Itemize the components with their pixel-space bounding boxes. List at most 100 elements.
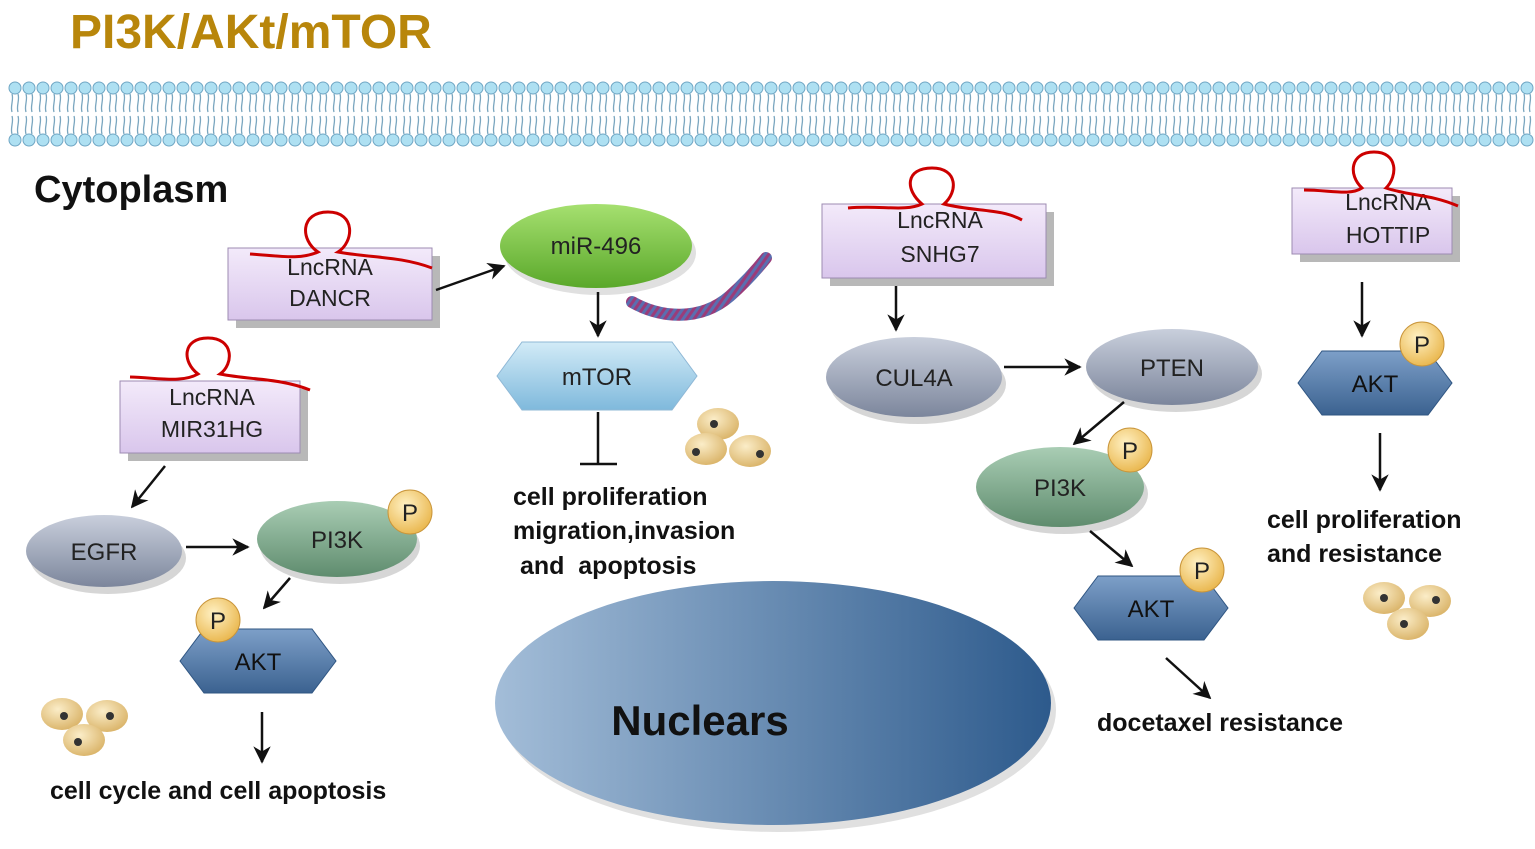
diagram-title: PI3K/AKt/mTOR	[70, 6, 432, 59]
lipid-head	[1072, 133, 1086, 147]
pten-label: PTEN	[1140, 355, 1204, 382]
phospho-badge	[387, 489, 433, 535]
lipid-head	[1478, 133, 1492, 147]
lipid-head	[680, 133, 694, 147]
lipid-head	[218, 133, 232, 147]
lipid-head	[1016, 81, 1030, 95]
lipid-head	[652, 81, 666, 95]
lncrna-snhg7-line2: SNHG7	[900, 241, 979, 267]
lipid-head	[988, 133, 1002, 147]
lipid-head	[372, 133, 386, 147]
lipid-head	[372, 81, 386, 95]
lipid-head	[862, 81, 876, 95]
mir496-label: miR-496	[551, 233, 642, 260]
lipid-head	[666, 81, 680, 95]
lipid-head	[1156, 81, 1170, 95]
lipid-head	[1282, 133, 1296, 147]
lipid-head	[1352, 81, 1366, 95]
lipid-head	[456, 133, 470, 147]
lipid-head	[960, 81, 974, 95]
akt-mid-node	[1073, 575, 1229, 641]
lipid-head	[120, 133, 134, 147]
lipid-head	[1072, 81, 1086, 95]
lipid-head	[1464, 133, 1478, 147]
lipid-head	[778, 81, 792, 95]
lipid-head	[1464, 81, 1478, 95]
lipid-head	[750, 81, 764, 95]
lipid-head	[610, 81, 624, 95]
lipid-head	[1450, 81, 1464, 95]
lipid-head	[22, 81, 36, 95]
lipid-head	[1380, 133, 1394, 147]
lipid-head	[694, 81, 708, 95]
lipid-head	[1212, 81, 1226, 95]
lipid-head	[876, 81, 890, 95]
lipid-head	[1450, 133, 1464, 147]
outcome-mir31hg: cell cycle and cell apoptosis	[50, 777, 386, 805]
lipid-head	[1058, 133, 1072, 147]
arrow-pten-to-pi3k	[1072, 401, 1125, 446]
akt-mid-label: AKT	[1128, 596, 1175, 623]
lipid-head	[64, 81, 78, 95]
phospho-label: P	[210, 608, 226, 635]
phospho-badge	[195, 597, 241, 643]
lipid-head	[1226, 81, 1240, 95]
lipid-head	[862, 133, 876, 147]
lipid-head	[1086, 133, 1100, 147]
lipid-head	[344, 133, 358, 147]
lipid-head	[1478, 81, 1492, 95]
lncrna-mir31hg: LncRNA MIR31HG	[119, 336, 311, 461]
lipid-head	[1184, 133, 1198, 147]
lipid-head	[764, 133, 778, 147]
lipid-head	[1184, 81, 1198, 95]
lipid-head	[876, 133, 890, 147]
lncrna-snhg7-line1: LncRNA	[897, 207, 983, 233]
lipid-head	[568, 133, 582, 147]
lipid-head	[988, 81, 1002, 95]
akt-right-label: AKT	[1352, 371, 1399, 398]
lipid-head	[1268, 133, 1282, 147]
lipid-head	[778, 133, 792, 147]
lncrna-hottip-line2: HOTTIP	[1346, 222, 1430, 248]
lipid-head	[750, 133, 764, 147]
lipid-head	[1170, 81, 1184, 95]
lipid-head	[1128, 81, 1142, 95]
lipid-head	[92, 81, 106, 95]
lipid-head	[1338, 133, 1352, 147]
lipid-head	[1198, 81, 1212, 95]
arrow-pi3k-to-akt	[1089, 530, 1134, 568]
lipid-head	[260, 133, 274, 147]
lipid-head	[1030, 133, 1044, 147]
lipid-head	[176, 133, 190, 147]
cell-membrane	[8, 81, 1534, 147]
lipid-head	[918, 133, 932, 147]
lipid-head	[470, 133, 484, 147]
lipid-head	[708, 81, 722, 95]
lipid-head	[498, 133, 512, 147]
lipid-head	[428, 133, 442, 147]
lipid-head	[470, 81, 484, 95]
lipid-head	[288, 81, 302, 95]
lipid-head	[1030, 81, 1044, 95]
lipid-head	[1226, 133, 1240, 147]
lipid-head	[162, 81, 176, 95]
outcome-hottip-line1: cell proliferation	[1267, 506, 1461, 534]
lipid-head	[582, 133, 596, 147]
lipid-head	[1408, 81, 1422, 95]
arrow-dancr-to-mir496	[435, 262, 506, 292]
arrow-pi3k-to-akt	[262, 577, 291, 610]
lipid-head	[414, 81, 428, 95]
lncrna-dancr-line2: DANCR	[289, 285, 371, 311]
lipid-head	[792, 81, 806, 95]
pi3k-right-node	[976, 447, 1144, 527]
lipid-head	[848, 133, 862, 147]
nucleus	[495, 581, 1051, 825]
lipid-head	[386, 133, 400, 147]
lipid-head	[554, 133, 568, 147]
lipid-head	[736, 133, 750, 147]
lipid-head	[1380, 81, 1394, 95]
lipid-head	[1520, 81, 1534, 95]
lipid-head	[330, 81, 344, 95]
lipid-head	[22, 133, 36, 147]
nucleus-label: Nuclears	[611, 697, 788, 744]
